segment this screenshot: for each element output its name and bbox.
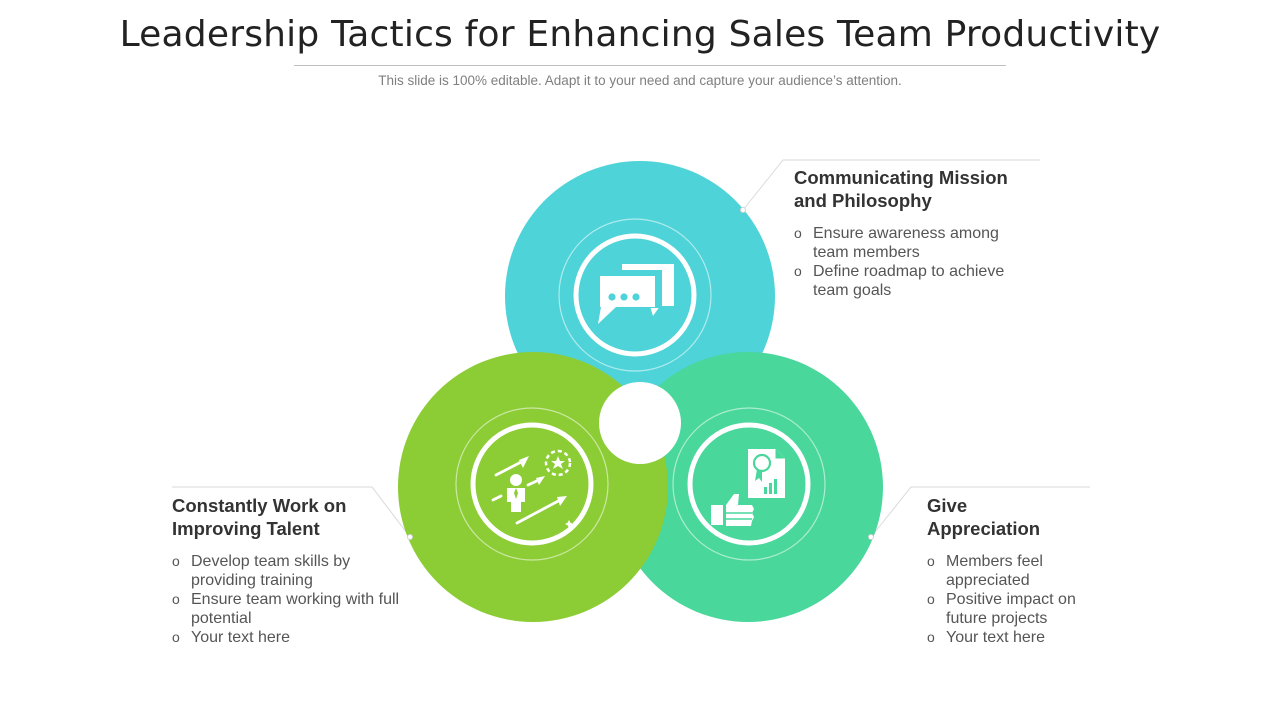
appreciation-heading: Give Appreciation [927, 494, 1102, 540]
talent-heading-line1: Constantly Work on [172, 495, 347, 516]
chat-bubbles-icon [558, 218, 712, 372]
bullet-text-continued: team members [813, 244, 920, 261]
list-item: o Ensure awareness among team members [794, 224, 1034, 262]
bullet-text-continued: potential [191, 610, 252, 627]
slide-subtitle: This slide is 100% editable. Adapt it to… [378, 73, 902, 88]
bullet-text-continued: providing training [191, 572, 313, 589]
list-item: o Ensure team working with full potential [172, 590, 412, 628]
connector-dot-left [407, 534, 413, 540]
communicating-heading-line1: Communicating Mission [794, 167, 1008, 188]
bullet-text: Ensure awareness among [813, 225, 999, 242]
center-hole [599, 382, 681, 464]
connector-lines [172, 159, 1090, 538]
bullet-text: Your text here [946, 629, 1046, 646]
appreciation-block: Give Appreciation o Members feel appreciat… [927, 494, 1102, 647]
connector-dot-top [740, 207, 746, 213]
list-item: o Define roadmap to achieve team goals [794, 262, 1034, 300]
bullet-marker: o [172, 629, 180, 645]
bullet-marker: o [927, 553, 935, 569]
communicating-heading-line2: and Philosophy [794, 190, 932, 211]
list-item: o Positive impact on future projects [927, 590, 1102, 628]
bullet-marker: o [794, 225, 802, 241]
appreciation-heading-line1: Give [927, 495, 968, 516]
bullet-marker: o [172, 591, 180, 607]
title-divider [294, 65, 1006, 66]
bullet-text: Your text here [191, 629, 291, 646]
bullet-marker: o [927, 629, 935, 645]
connector-top [742, 159, 1040, 211]
appreciation-heading-line2: Appreciation [927, 518, 1041, 539]
bullet-text-continued: team goals [813, 282, 892, 299]
connector-left [172, 486, 411, 538]
connector-right [870, 486, 1090, 538]
bullet-text: Define roadmap to achieve [813, 263, 1005, 280]
talent-heading-line2: Improving Talent [172, 518, 320, 539]
talent-block: Constantly Work on Improving Talent o Dev… [172, 494, 412, 647]
bullet-text-continued: appreciated [946, 572, 1030, 589]
bullet-text-continued: future projects [946, 610, 1048, 627]
connector-dot-right [868, 534, 874, 540]
communicating-block: Communicating Mission and Philosophy o En… [794, 166, 1034, 300]
list-item: o Your text here [172, 628, 412, 647]
list-item: o Develop team skills by providing trainin… [172, 552, 412, 590]
bullet-marker: o [927, 591, 935, 607]
bullet-text: Develop team skills by [191, 553, 351, 570]
bullet-marker: o [172, 553, 180, 569]
bullet-text: Ensure team working with full [191, 591, 400, 608]
bullet-text: Members feel [946, 553, 1043, 570]
list-item: o Your text here [927, 628, 1102, 647]
talent-growth-icon [455, 407, 609, 561]
certificate-thumbs-up-icon [672, 407, 826, 561]
talent-bullets: o Develop team skills by providing trainin… [172, 552, 412, 647]
bullet-marker: o [794, 263, 802, 279]
talent-heading: Constantly Work on Improving Talent [172, 494, 412, 540]
communicating-heading: Communicating Mission and Philosophy [794, 166, 1034, 212]
slide-title: Leadership Tactics for Enhancing Sales T… [119, 14, 1161, 55]
bullet-text: Positive impact on [946, 591, 1076, 608]
list-item: o Members feel appreciated [927, 552, 1102, 590]
